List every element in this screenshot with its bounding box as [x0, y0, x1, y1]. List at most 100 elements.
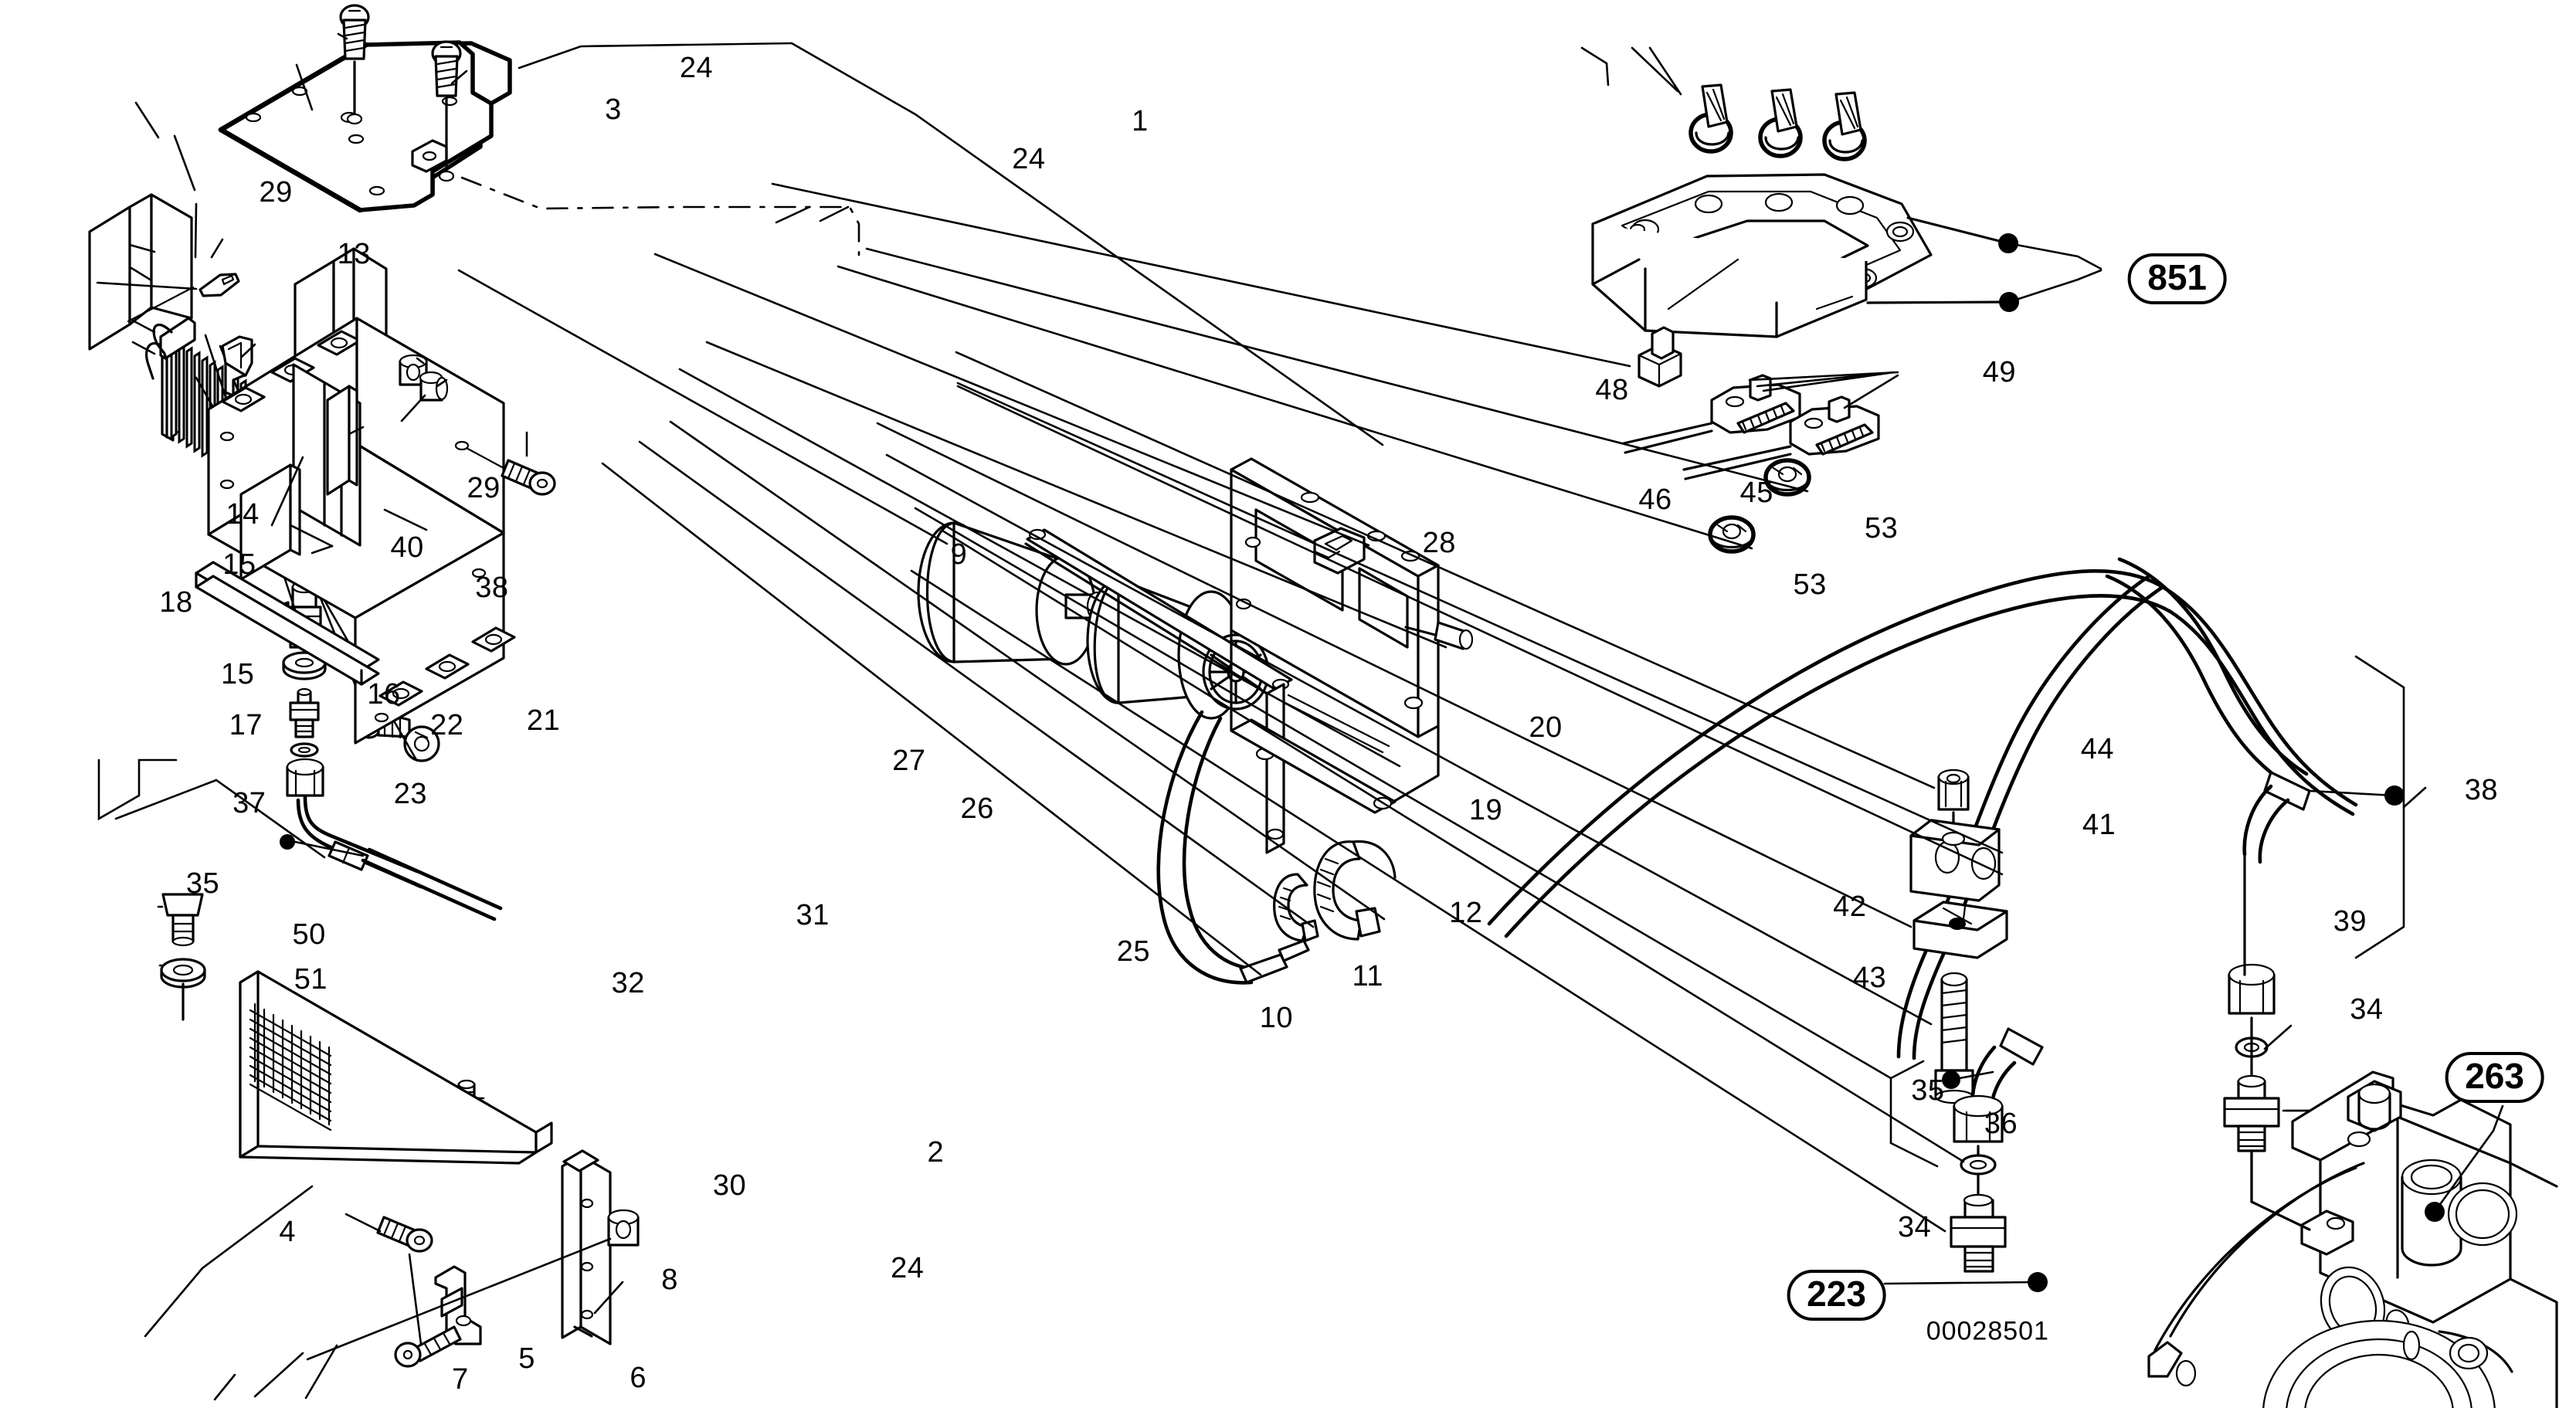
hose-assembly-part-38 [1487, 557, 2358, 1060]
callout-10-drain: 10 [1259, 1001, 1294, 1034]
callout-6-retainer: 6 [630, 1362, 647, 1395]
callout-8-locknut: 8 [661, 1264, 678, 1297]
hose-clamp-part-12 [1313, 840, 1397, 941]
callout-48-pushbutton: 48 [1595, 374, 1629, 407]
callout-16-valve: 16 [367, 677, 401, 711]
callout-38-hose-left: 38 [475, 572, 509, 605]
callout-53-nut-b: 53 [1793, 568, 1827, 601]
callout-39-oring: 39 [2333, 905, 2367, 938]
callout-53-nut-a: 53 [1864, 511, 1899, 545]
washer-part-51 [160, 958, 206, 989]
callout-35-hosekit-b: 35 [1911, 1074, 1945, 1108]
latch-bracket-part-5 [434, 1265, 482, 1345]
control-knob-part-52-b [1822, 91, 1867, 161]
rocker-switch-part-49-a [1622, 374, 1801, 454]
callout-24-bottom: 24 [891, 1252, 925, 1285]
callout-26-sleeve: 26 [960, 792, 994, 825]
callout-24-top-left: 24 [679, 52, 714, 85]
callout-13-evaporator: 13 [337, 237, 371, 270]
callout-14-fitting: 14 [226, 498, 260, 531]
retaining-clip-part-18 [199, 273, 240, 297]
compressor-block-reference-263 [2147, 1070, 2558, 1408]
drawing-number: 00028501 [1926, 1316, 2049, 1346]
callout-45-wire: 45 [1739, 477, 1773, 510]
lock-nut-part-53-a [1763, 458, 1811, 497]
callout-42-plate: 42 [1833, 890, 1867, 923]
callout-24-top-mid: 24 [1012, 143, 1046, 176]
reference-badge-851[interactable]: 851 [2127, 253, 2227, 305]
callout-19-frame: 19 [1468, 794, 1503, 827]
air-filter-part-4 [239, 970, 553, 1165]
nut-part-44 [1937, 768, 1970, 811]
screw-part-24-b [431, 40, 462, 182]
hose-end-fitting-upper [2228, 771, 2311, 1015]
callout-3-cover-panel: 3 [605, 93, 622, 126]
lock-nut-part-53-b [1708, 515, 1756, 554]
callout-36-oring: 36 [1984, 1108, 2018, 1141]
swivel-nut-part-37 [286, 758, 503, 921]
callout-9-blower: 9 [950, 538, 968, 572]
callout-34-adapter-a: 34 [2350, 993, 2384, 1026]
callout-50-bolt: 50 [292, 918, 326, 952]
callout-44-nut: 44 [2080, 732, 2114, 765]
spacer-sleeve-part-26 [419, 371, 449, 402]
callout-32-pad: 32 [611, 966, 645, 999]
callout-27-locknut: 27 [892, 744, 926, 777]
callout-22-screw: 22 [430, 709, 464, 742]
callout-5-latch: 5 [518, 1342, 535, 1375]
callout-28-clip: 28 [1422, 526, 1456, 559]
callout-20-pin: 20 [1529, 711, 1563, 744]
callout-40-oring: 40 [390, 531, 424, 565]
callout-11-clamp: 11 [1352, 960, 1383, 993]
callout-23-grommet: 23 [393, 777, 428, 810]
callout-4-filter: 4 [279, 1216, 297, 1249]
callout-35-hosekit-a: 35 [185, 867, 220, 900]
callout-38-hose-right: 38 [2464, 774, 2498, 807]
callout-43-bolt: 43 [1852, 962, 1887, 995]
rocker-switch-part-49-b [1682, 395, 1880, 480]
control-panel-bezel [1591, 173, 1933, 338]
screw-part-24-a [339, 4, 370, 125]
reference-badge-263[interactable]: 263 [2445, 1052, 2544, 1104]
screw-part-24-d [376, 1216, 433, 1253]
clevis-pin-part-20 [1404, 621, 1474, 650]
callout-29-shroud-a: 29 [259, 176, 293, 209]
callout-12-clamp: 12 [1449, 897, 1483, 930]
hose-clamp-part-11 [1273, 873, 1319, 942]
control-knob-part-47 [1688, 83, 1733, 154]
compressor-mount-bracket [2250, 1149, 2354, 1256]
callout-46-wire: 46 [1638, 483, 1672, 517]
blower-mount-plate [1024, 528, 1293, 854]
lock-nut-part-8 [607, 1209, 640, 1247]
screw-part-7 [394, 1325, 462, 1368]
callout-15-washer-b: 15 [221, 657, 255, 690]
callout-51-washer: 51 [294, 963, 328, 996]
callout-7-screw: 7 [452, 1363, 469, 1396]
o-ring-part-36 [1960, 1154, 1997, 1176]
fitting-part-17 [289, 687, 320, 738]
callout-25-screw: 25 [1116, 935, 1151, 968]
hose-end-fitting-lower [1953, 1027, 2044, 1169]
callout-34-adapter-b: 34 [1898, 1210, 1932, 1243]
callout-29-shroud-b: 29 [467, 472, 501, 505]
socket-screw-part-25 [454, 440, 556, 496]
callout-1-housing: 1 [1132, 104, 1149, 137]
seal-strip-part-30 [195, 561, 380, 686]
adapter-fitting-part-34-b [1950, 1193, 2007, 1273]
drain-tube-part-10 [1156, 710, 1310, 985]
callout-49-switch: 49 [1982, 355, 2017, 388]
bolt-part-50 [161, 893, 204, 947]
divider-panel-part-31 [326, 385, 358, 496]
callout-15-washer-a: 15 [222, 548, 256, 581]
insulation-pad-part-32 [239, 463, 301, 581]
push-button-switch-part-48 [1638, 326, 1682, 388]
grommet-part-23 [403, 725, 440, 762]
lock-nut-part-27 [399, 354, 428, 386]
reference-badge-223[interactable]: 223 [1787, 1269, 1886, 1321]
control-knob-part-52-a [1758, 88, 1803, 158]
bracket-clip-part-21 [221, 335, 253, 397]
callout-37-hosekit: 37 [232, 787, 266, 820]
callout-18-clip: 18 [159, 586, 193, 619]
callout-17-fitting: 17 [229, 709, 263, 742]
